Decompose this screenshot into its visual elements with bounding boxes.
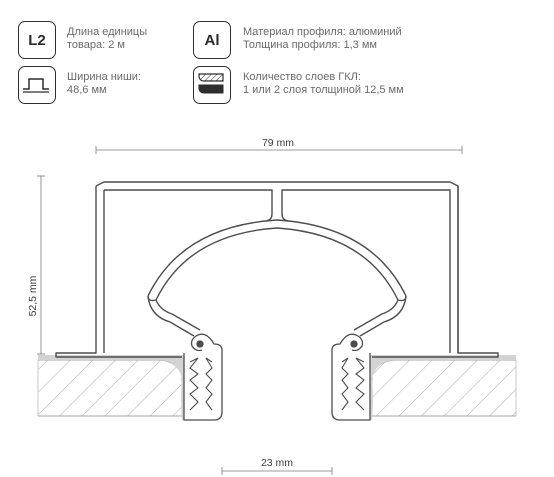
gap-dimension <box>221 467 333 475</box>
width-dimension-label: 79 mm <box>262 137 294 149</box>
plaster-right <box>368 355 414 420</box>
drywall-left <box>37 359 184 417</box>
clip-right <box>331 333 371 421</box>
drywall-layers-spec: Количество слоев ГКЛ: 1 или 2 слоя толщи… <box>243 71 404 97</box>
clip-left <box>183 333 223 421</box>
drywall-right <box>370 359 517 417</box>
length-icon: L2 <box>18 21 56 59</box>
niche-width-line2: 48,6 мм <box>67 84 107 96</box>
unit-length-line1: Длина единицы <box>67 26 148 38</box>
gap-dimension-label: 23 mm <box>261 457 293 469</box>
aluminum-icon: Al <box>193 21 231 59</box>
niche-width-icon <box>18 66 56 104</box>
aluminum-profile <box>55 181 499 358</box>
niche-width-spec: Ширина ниши: 48,6 мм <box>67 71 141 97</box>
length-badge: L2 <box>28 31 46 49</box>
height-dimension <box>37 175 45 355</box>
width-dimension <box>95 146 463 154</box>
drywall-layers-line2: 1 или 2 слоя толщиной 12,5 мм <box>243 84 404 96</box>
niche-width-line1: Ширина ниши: <box>67 71 141 83</box>
drywall-layers-line1: Количество слоев ГКЛ: <box>243 71 361 83</box>
material-line1: Материал профиля: алюминий <box>243 26 402 38</box>
material-badge: Al <box>204 31 220 49</box>
unit-length-spec: Длина единицы товара: 2 м <box>67 26 147 52</box>
drywall-layers-icon <box>193 66 231 104</box>
material-line2: Толщина профиля: 1,3 мм <box>243 39 377 51</box>
unit-length-line2: товара: 2 м <box>67 39 125 51</box>
plaster-left <box>140 355 186 420</box>
height-dimension-label: 52,5 mm <box>27 275 39 316</box>
material-spec: Материал профиля: алюминий Толщина профи… <box>243 26 402 52</box>
